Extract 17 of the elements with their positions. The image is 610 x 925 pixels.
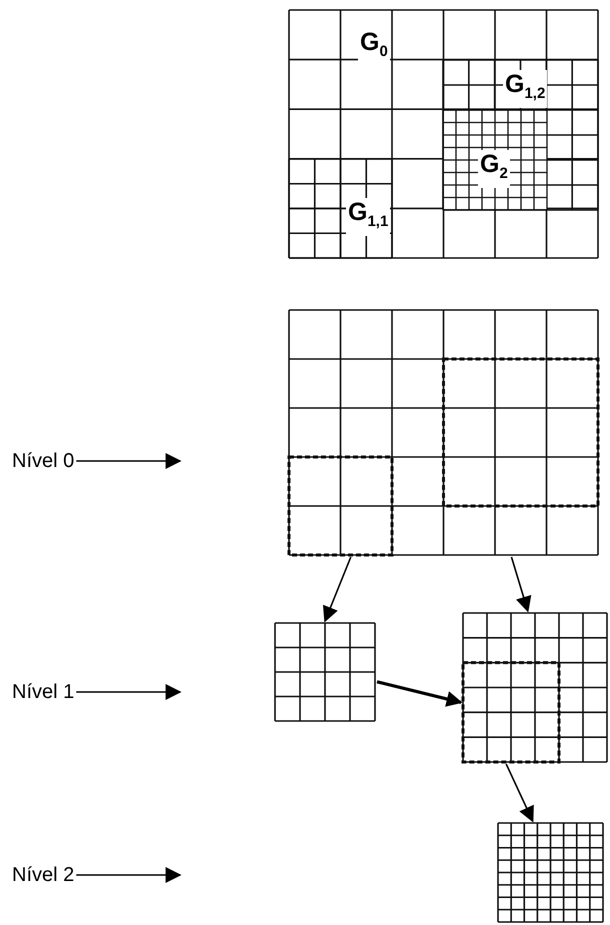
level-label: Nível 2: [12, 863, 74, 887]
grid: [289, 310, 598, 555]
arrow: [376, 680, 463, 707]
arrow: [76, 453, 182, 469]
level-label: Nível 1: [12, 680, 74, 704]
arrow: [505, 764, 534, 822]
grid-label: G$_{1,2}$: [503, 70, 548, 108]
grid-label: G$_{2}$: [478, 150, 510, 188]
grid: [275, 623, 375, 721]
arrow: [76, 867, 182, 883]
arrow: [76, 684, 182, 700]
arrow: [322, 556, 352, 622]
grid: [463, 613, 607, 762]
level-label: Nível 0: [12, 449, 74, 473]
grid-label: G$_{1,1}$: [346, 198, 390, 236]
arrow: [510, 556, 532, 613]
grid: [498, 823, 603, 922]
